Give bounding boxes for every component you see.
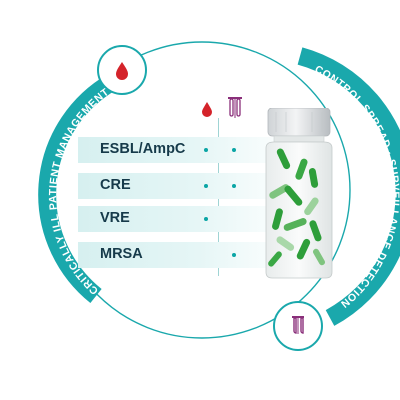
- swab-tube-icon: [292, 316, 304, 334]
- blood-drop-icon: [202, 102, 212, 117]
- table-row: VRE: [78, 206, 298, 232]
- bacteria-vial: [265, 108, 333, 279]
- blood-test-dot: [204, 184, 208, 188]
- organism-label: VRE: [100, 210, 130, 226]
- table-row: ESBL/AmpC: [78, 137, 298, 163]
- left-arc-band: [38, 74, 117, 304]
- swab-test-dot: [232, 253, 236, 257]
- organism-label: MRSA: [100, 246, 143, 262]
- bacteria-cluster: [268, 148, 325, 267]
- swab-badge: [273, 301, 323, 351]
- vial-cap: [267, 108, 331, 137]
- blood-drop-icon: [116, 62, 128, 80]
- right-arc-band: [297, 47, 400, 326]
- swab-test-dot: [232, 184, 236, 188]
- organism-label: ESBL/AmpC: [100, 141, 186, 157]
- table-row: CRE: [78, 173, 298, 199]
- blood-test-dot: [204, 148, 208, 152]
- table-row: MRSA: [78, 242, 298, 268]
- swab-test-dot: [232, 148, 236, 152]
- blood-test-dot: [204, 217, 208, 221]
- swab-tube-icon: [228, 97, 242, 118]
- blood-badge: [97, 45, 147, 95]
- organism-label: CRE: [100, 177, 131, 193]
